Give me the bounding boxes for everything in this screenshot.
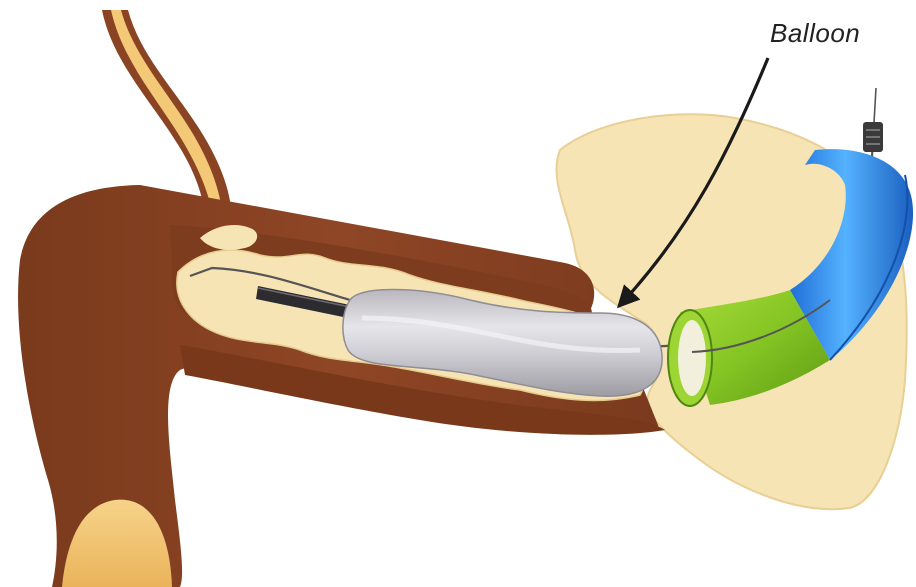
balloon-label: Balloon (770, 18, 860, 48)
